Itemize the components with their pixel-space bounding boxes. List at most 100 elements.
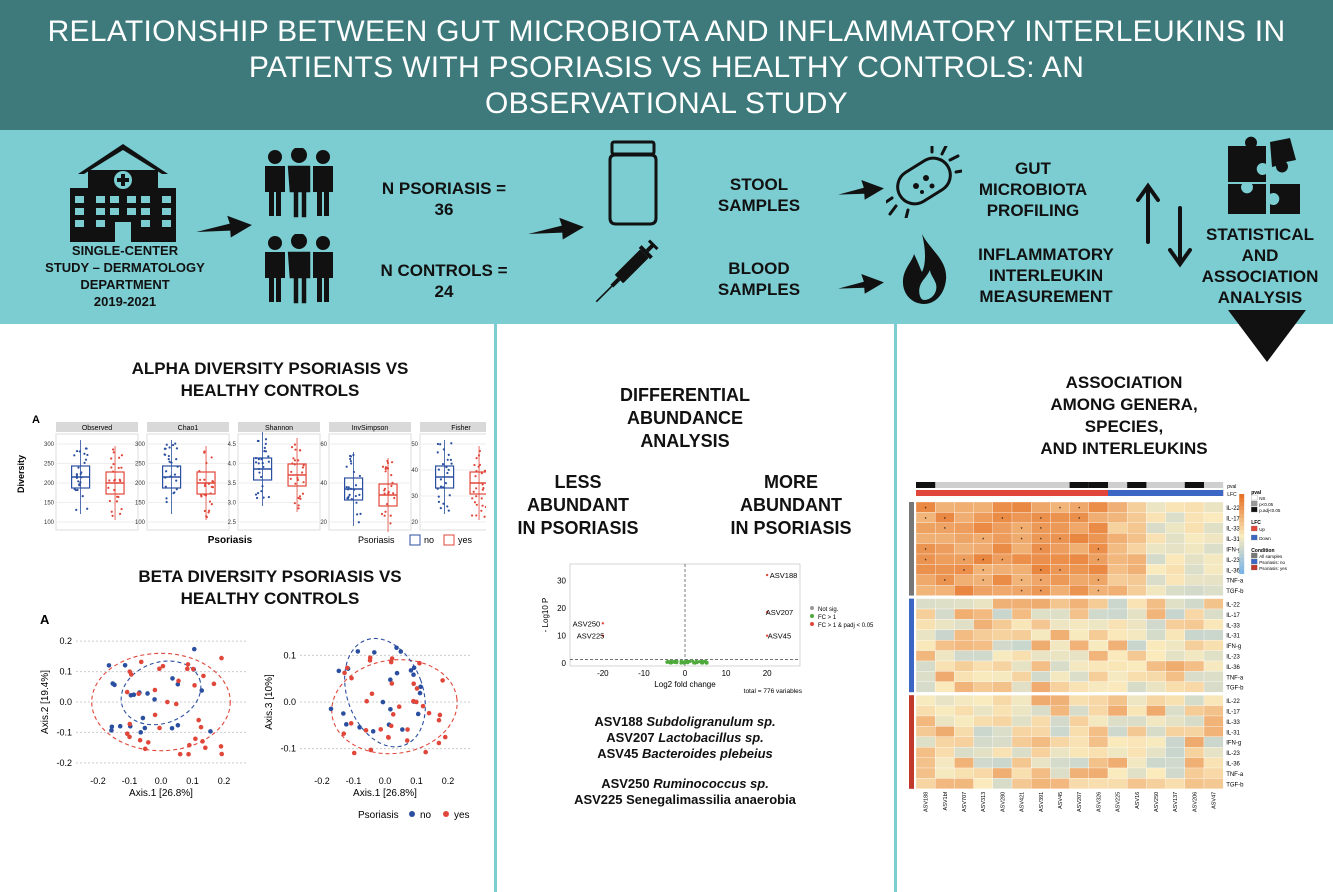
- heatmap-cell: [1050, 767, 1070, 779]
- heatmap-cell: [973, 650, 993, 662]
- heatmap-cell: [915, 629, 936, 641]
- svg-text:*: *: [982, 558, 984, 564]
- column-label: ASV280: [1000, 792, 1006, 812]
- heatmap-cell: [1069, 757, 1089, 769]
- heatmap-cell: [992, 747, 1013, 758]
- heatmap-cell: [973, 715, 993, 727]
- heatmap-cell: [954, 681, 974, 693]
- heatmap-cell: [935, 553, 955, 565]
- significant-point: [765, 611, 769, 614]
- heatmap-cell: [1184, 629, 1205, 641]
- sample-point: [436, 717, 442, 723]
- tick-label: -0.2: [90, 776, 106, 786]
- sample-point: [173, 701, 179, 707]
- heatmap-cell: [973, 705, 993, 717]
- people-icon: [265, 148, 333, 218]
- heatmap-cell: [1165, 767, 1185, 779]
- heatmap-cell: [973, 695, 993, 706]
- row-label: IL-22: [1226, 603, 1240, 609]
- sample-point: [109, 724, 115, 730]
- heatmap-cell: [1088, 629, 1109, 641]
- heatmap-cell: [1127, 767, 1147, 779]
- heatmap-cell: [915, 640, 936, 651]
- heatmap-cell: [1011, 608, 1032, 620]
- heatmap-cell: [1069, 671, 1089, 682]
- sample-point: [208, 729, 213, 734]
- heatmap-cell: [1011, 629, 1032, 641]
- heatmap-cell: [1165, 650, 1185, 662]
- column-label: ASV250: [1154, 792, 1160, 812]
- heatmap-cell: [1165, 640, 1185, 651]
- people-icon: [265, 234, 333, 304]
- heatmap-cell: [1184, 619, 1205, 630]
- total-label: total = 776 variables: [744, 688, 803, 695]
- heatmap-cell: [915, 574, 936, 586]
- sample-point: [372, 650, 377, 655]
- annotation-label: pval: [1227, 484, 1236, 490]
- sample-point: [218, 744, 224, 749]
- confidence-ellipse: [91, 652, 231, 752]
- tick-label: 0.2: [442, 776, 455, 786]
- heatmap-cell: [954, 726, 974, 737]
- heatmap-cell: [1127, 619, 1147, 630]
- heatmap-cell: [954, 598, 974, 610]
- heatmap-cell: [1069, 598, 1089, 610]
- heatmap-cell: [973, 608, 993, 620]
- box-no: [344, 452, 364, 526]
- heatmap-cell: [973, 585, 993, 596]
- heatmap-cell: [915, 533, 936, 544]
- heatmap-cell: [1107, 671, 1128, 682]
- panel-divider: [894, 324, 897, 892]
- heatmap-cell: [1050, 715, 1070, 727]
- tick-label: -0.2: [56, 758, 72, 768]
- heatmap-cell: [992, 585, 1013, 596]
- heatmap-cell: [954, 715, 974, 727]
- sample-point: [364, 698, 369, 704]
- sample-point: [385, 734, 391, 740]
- heatmap-cell: [1165, 533, 1185, 544]
- heatmap-cell: [1184, 533, 1205, 544]
- heatmap-cell: [1088, 757, 1109, 769]
- sample-point: [138, 659, 144, 665]
- heatmap-cell: [954, 543, 974, 555]
- heatmap-cell: [1146, 757, 1166, 769]
- svg-text:LFC: LFC: [1251, 520, 1261, 526]
- row-label: IL-17: [1226, 613, 1240, 619]
- sample-point: [369, 691, 375, 697]
- heatmap-cell: [973, 629, 993, 641]
- row-label: TGF-b: [1226, 589, 1244, 595]
- sample-point: [390, 712, 396, 717]
- heatmap-cell: [1031, 671, 1051, 682]
- confidence-ellipse: [120, 660, 202, 726]
- sample-point: [152, 697, 157, 702]
- heatmap-cell: [1146, 671, 1166, 682]
- hospital-icon: [70, 144, 176, 242]
- heatmap-cell: [1088, 619, 1109, 630]
- heatmap-cell: [1088, 533, 1109, 544]
- heatmap-cell: [1184, 598, 1205, 610]
- arrow-right-icon: [838, 179, 884, 200]
- sample-point: [400, 727, 405, 732]
- facet-title: Chao1: [178, 425, 199, 432]
- tick-label: 30: [411, 494, 418, 500]
- svg-text:p<0.05: p<0.05: [1259, 502, 1273, 507]
- tick-label: 0: [562, 659, 567, 668]
- alpha-diversity-chart: A Observedns300250200150100Chao1ns300250…: [16, 414, 486, 546]
- heatmap-cell: [992, 757, 1013, 769]
- heatmap-cell: [1088, 736, 1109, 748]
- heatmap-cell: [1184, 757, 1205, 769]
- x-axis-label: Psoriasis: [208, 535, 253, 546]
- tick-label: 100: [44, 520, 55, 526]
- heatmap-cell: [992, 629, 1013, 641]
- heatmap-cell: [1088, 715, 1109, 727]
- sample-point: [128, 672, 134, 677]
- asv-list-bottom: ASV250 Ruminococcus sp. ASV225 Senegalim…: [540, 776, 830, 808]
- legend-entry: FC > 1: [818, 615, 837, 621]
- heatmap-cell: [1107, 736, 1128, 748]
- heatmap-cell: [954, 757, 974, 769]
- heatmap-cell: [1184, 705, 1205, 717]
- significant-point: [765, 634, 769, 637]
